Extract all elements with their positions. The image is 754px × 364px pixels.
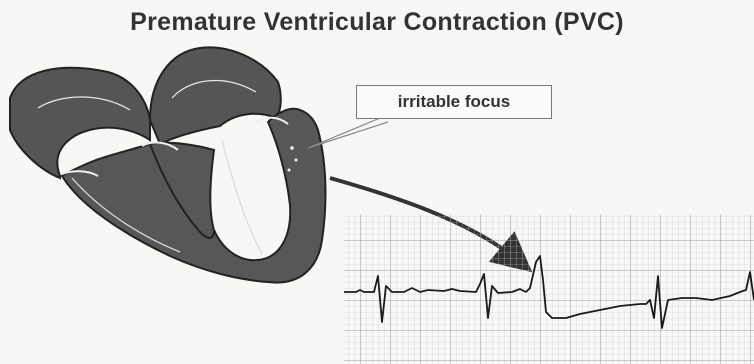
irritable-focus-label: irritable focus	[356, 85, 552, 119]
focus-dot	[288, 169, 291, 172]
focus-dot	[290, 146, 294, 150]
callout-pointer	[308, 118, 388, 148]
ecg-strip	[344, 215, 754, 364]
ventricle-wall	[62, 109, 325, 283]
focus-dot	[295, 159, 298, 162]
right-atrium	[150, 47, 281, 144]
ecg-grid	[344, 215, 754, 364]
heart-illustration	[10, 47, 325, 282]
